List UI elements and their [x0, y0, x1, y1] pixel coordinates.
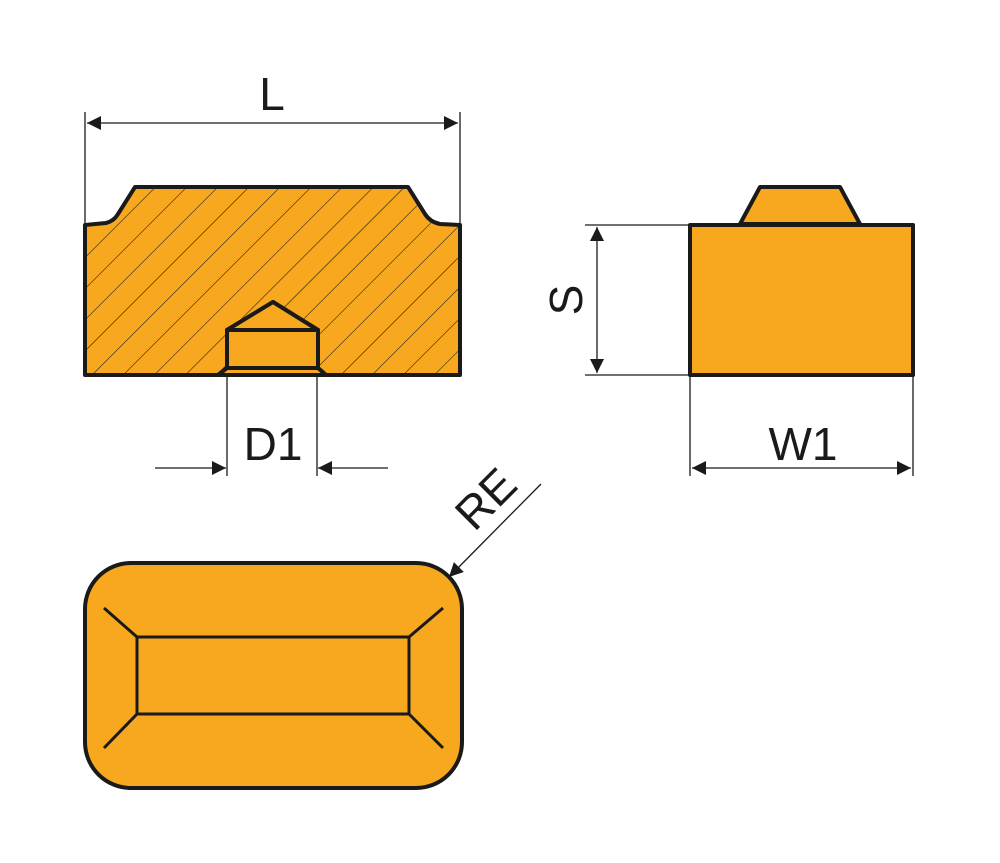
corner-edge-line — [102, 712, 139, 750]
label-length: L — [259, 68, 285, 120]
corner-edge-line — [407, 712, 445, 750]
corner-edge-line — [103, 606, 138, 639]
corner-edge-line — [408, 606, 444, 639]
side-bump — [738, 185, 862, 226]
side-body — [688, 223, 915, 377]
label-thickness: S — [540, 285, 592, 316]
top-outline — [83, 561, 464, 790]
dimension-width: W1 — [689, 375, 914, 476]
hole-chamfer — [216, 366, 328, 377]
label-hole-diameter: D1 — [244, 418, 303, 470]
side-view — [688, 185, 915, 377]
dimension-hole-diameter: D1 — [155, 375, 388, 476]
front-section-view — [83, 185, 462, 377]
dimension-corner-radius: RE — [445, 458, 542, 578]
label-corner-radius: RE — [445, 458, 527, 540]
hole-bore — [225, 328, 320, 370]
leader-line — [448, 483, 542, 578]
section-hatching — [87, 189, 458, 373]
top-inner-face — [135, 635, 411, 716]
label-width: W1 — [769, 418, 838, 470]
dimension-thickness: S — [540, 224, 690, 376]
dimension-length: L — [84, 68, 461, 225]
top-view — [83, 561, 464, 790]
